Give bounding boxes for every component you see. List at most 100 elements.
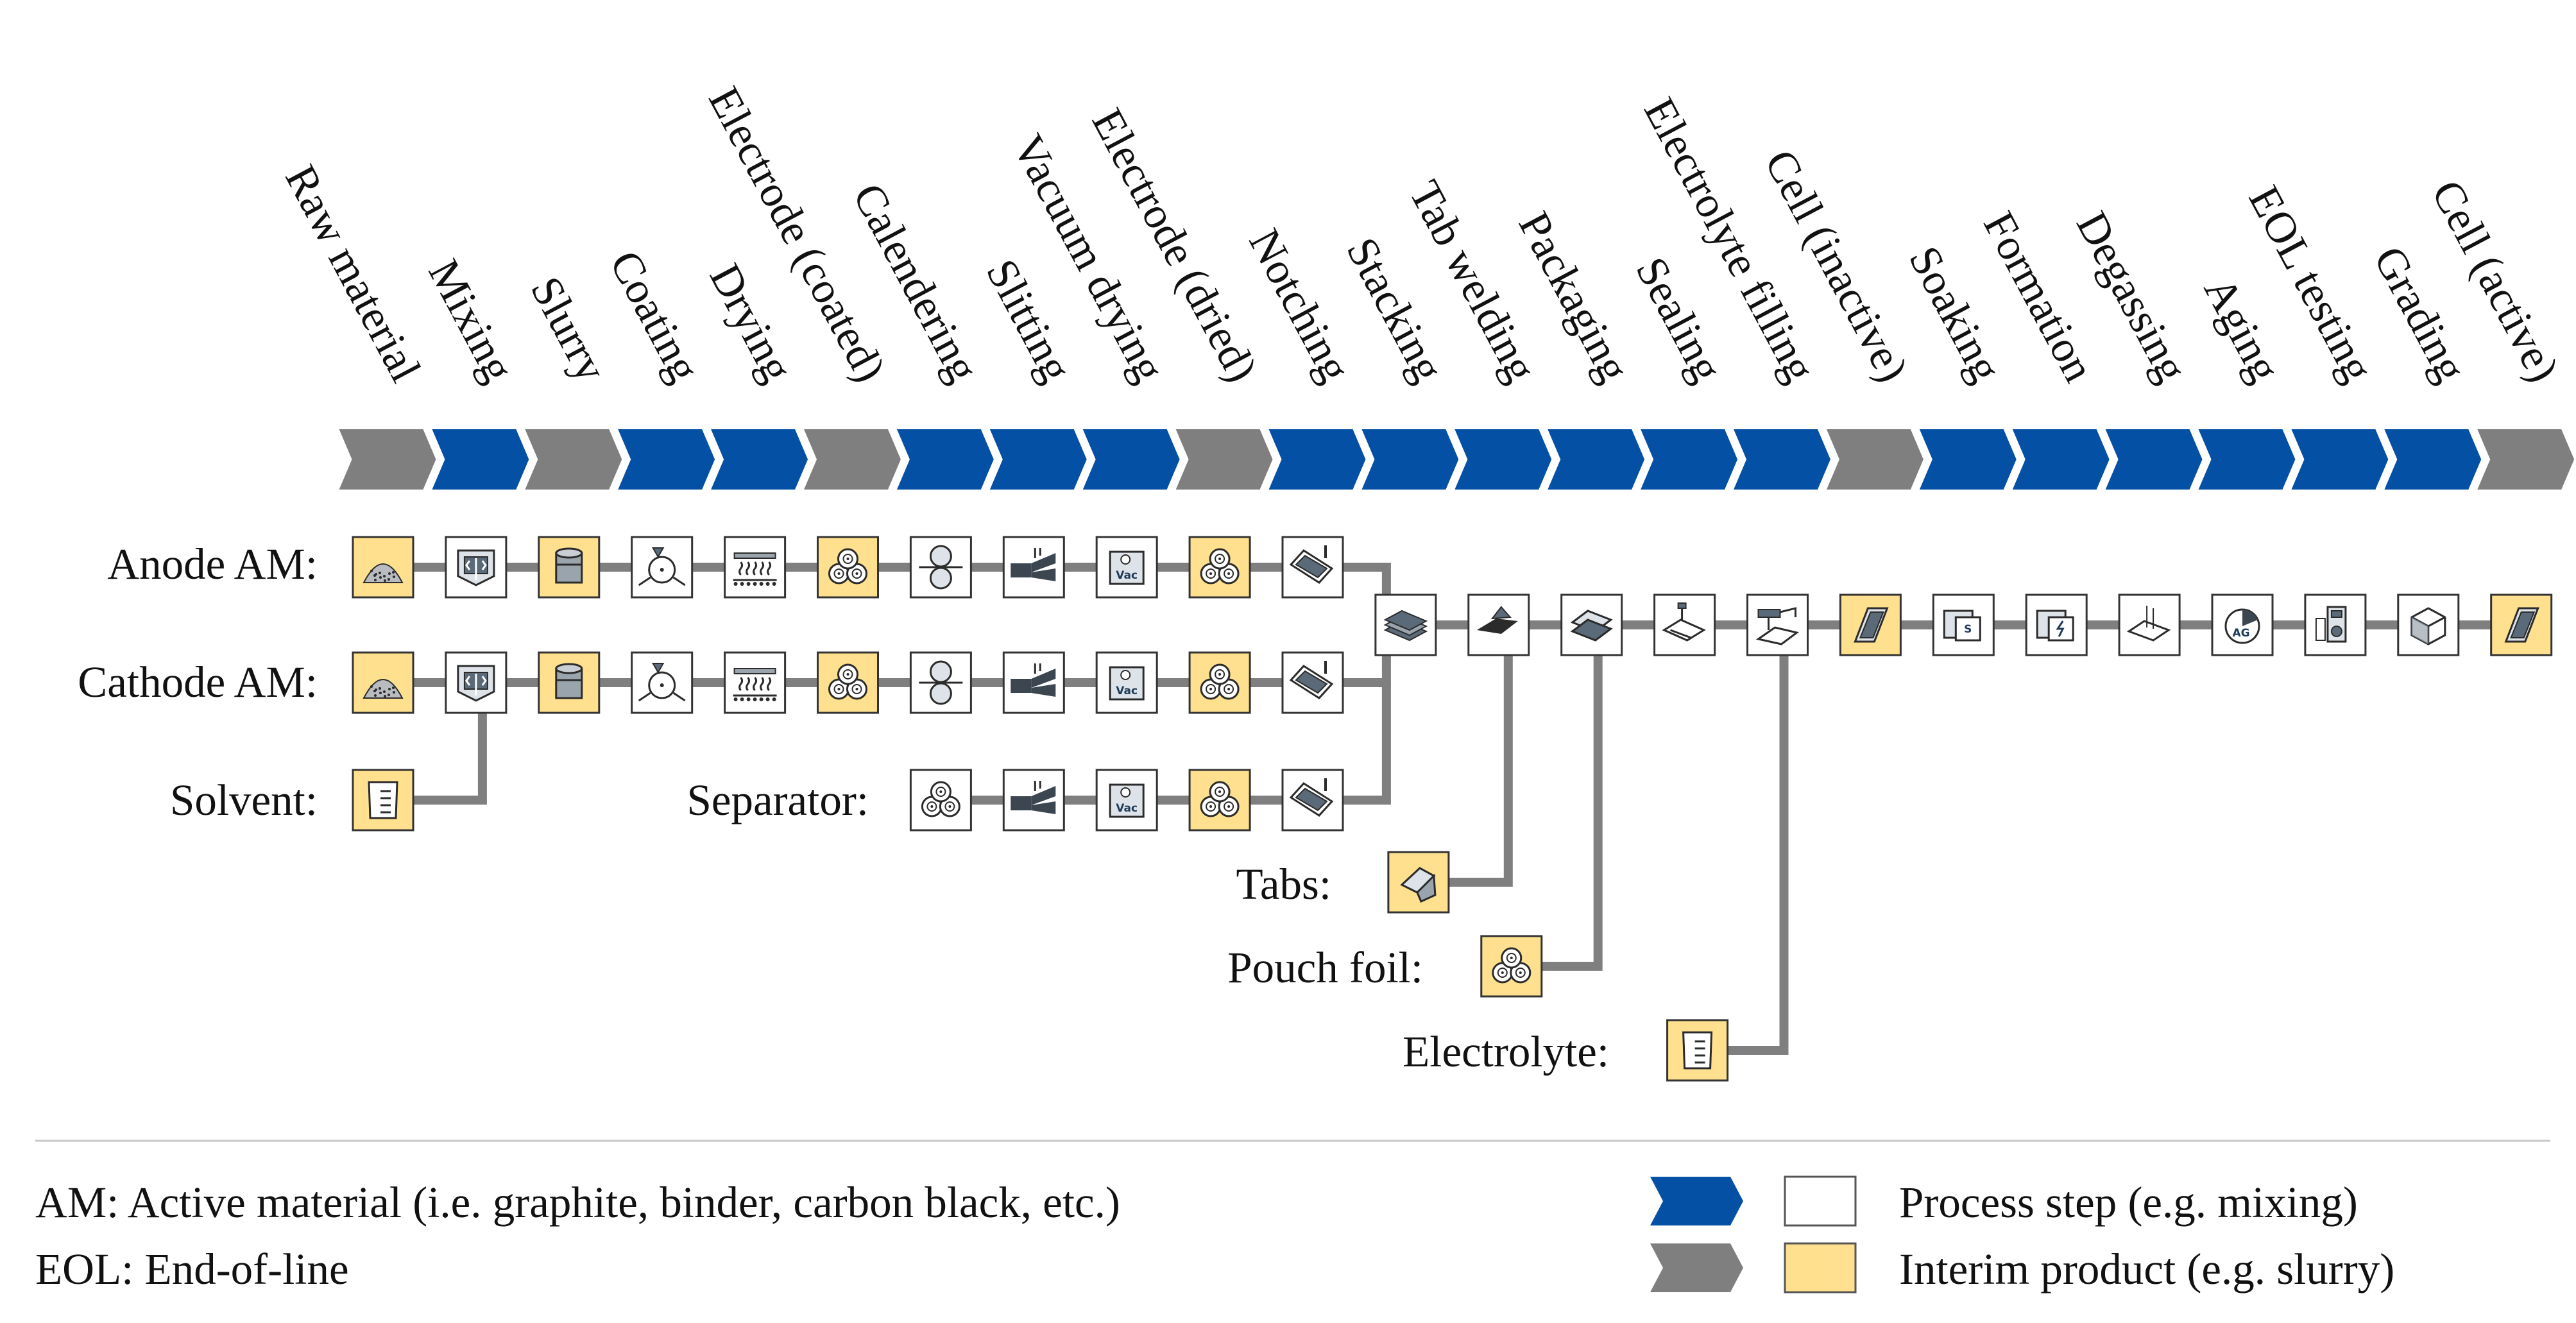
cell-step-3-box <box>1560 593 1623 656</box>
chevron-22 <box>2291 429 2389 490</box>
anode-step-4-icon <box>638 547 686 586</box>
anode-step-3-icon <box>555 547 583 584</box>
cell-step-2-box <box>1467 593 1530 656</box>
row-label-tabs: Tabs: <box>1236 860 1331 909</box>
tabs-step-1-box <box>1387 851 1450 914</box>
chevron-19 <box>2012 429 2110 490</box>
svg-text:Vac: Vac <box>1116 802 1138 815</box>
cell-step-12-icon <box>2410 607 2446 645</box>
anode-step-5-box <box>724 536 787 599</box>
column-header-slitting: Slitting <box>977 252 1082 389</box>
legend-interim-arrow <box>1650 1243 1743 1292</box>
separator-step-2-box <box>1002 769 1065 832</box>
anode-step-10-icon <box>1200 548 1240 585</box>
chevron-1 <box>339 429 436 490</box>
legend: AM: Active material (i.e. graphite, bind… <box>35 1175 2394 1293</box>
anode-step-11-icon <box>1289 545 1334 584</box>
anode-step-5-icon <box>733 552 777 586</box>
anode-step-1-icon <box>363 563 404 583</box>
electrolyte-step-1-icon <box>1682 1031 1713 1070</box>
row-labels: Anode AM: Cathode AM: Solvent: Separator… <box>78 540 1609 1076</box>
cell-step-1-icon <box>1383 610 1428 642</box>
anode-step-6-box <box>817 536 879 599</box>
conn-solvent <box>383 683 487 805</box>
legend-process-label: Process step (e.g. mixing) <box>1899 1178 2358 1227</box>
cell-step-4-icon <box>1662 602 1706 642</box>
svg-text:Vac: Vac <box>1116 685 1138 697</box>
cell-step-13-icon <box>2504 607 2539 643</box>
cathode-step-6-icon <box>828 663 867 700</box>
anode-step-9-icon: Vac <box>1109 551 1145 585</box>
chevron-9 <box>1082 429 1180 490</box>
conn-pouch <box>1511 625 1603 971</box>
cell-step-7-box: S <box>1932 593 1995 656</box>
conn-electrolyte <box>1697 625 1789 1055</box>
chevron-10 <box>1175 429 1273 490</box>
svg-text:S: S <box>1964 623 1972 636</box>
separator-step-4-box <box>1188 769 1251 832</box>
cathode-step-8-icon <box>1011 663 1056 697</box>
chevron-band <box>339 429 2575 490</box>
cell-step-9-icon <box>2126 606 2171 642</box>
anode-step-4-box <box>631 536 694 599</box>
separator-step-1-box <box>909 769 972 832</box>
anode-step-11-box <box>1281 536 1344 599</box>
legend-process-arrow <box>1650 1177 1743 1225</box>
electrolyte-step-1-box <box>1666 1019 1729 1082</box>
anode-step-10-box <box>1188 536 1251 599</box>
cell-step-9-box <box>2118 593 2181 656</box>
chevron-18 <box>1919 429 2017 490</box>
cell-step-5-icon <box>1755 607 1799 645</box>
cathode-step-2-icon <box>457 665 495 702</box>
separator-step-5-box <box>1281 769 1344 832</box>
cathode-step-4-icon <box>638 663 686 702</box>
cathode-step-5-icon <box>733 668 777 701</box>
cell-step-8-icon <box>2036 610 2074 642</box>
cathode-step-9-icon: Vac <box>1109 666 1145 701</box>
separator-step-1-icon <box>921 781 960 817</box>
column-header-sealing: Sealing <box>1626 250 1732 389</box>
cathode-step-7-icon <box>919 660 963 705</box>
column-header-raw-material: Raw material <box>276 157 431 389</box>
anode-step-7-box <box>909 536 972 599</box>
separator-step-2-icon <box>1011 781 1056 814</box>
pouch-foil-step-1-box <box>1480 935 1543 998</box>
anode-step-2-icon <box>457 549 495 586</box>
cathode-step-8-box <box>1002 651 1065 714</box>
column-header-coating: Coating <box>601 243 710 389</box>
chevron-14 <box>1548 429 1645 490</box>
tabs-step-1-icon <box>1400 867 1437 903</box>
column-header-aging: Aging <box>2195 269 2290 389</box>
cell-step-2-icon <box>1476 606 1518 634</box>
chevron-2 <box>432 429 529 490</box>
cell-step-10-box: AG <box>2211 593 2274 656</box>
cell-step-10-icon: AG <box>2224 608 2260 644</box>
anode-step-9-box: Vac <box>1095 536 1158 599</box>
cell-step-1-box <box>1374 593 1437 656</box>
column-header-mixing: Mixing <box>419 252 524 389</box>
cathode-step-4-box <box>631 651 694 714</box>
anode-step-8-box <box>1002 536 1065 599</box>
chevron-8 <box>989 429 1087 490</box>
chevron-23 <box>2384 429 2482 490</box>
pouch-foil-step-1-icon <box>1492 947 1531 984</box>
anode-step-6-icon <box>828 548 867 585</box>
solvent-step-1-box <box>352 769 414 832</box>
conn-separator <box>941 683 1391 805</box>
cell-step-13-box <box>2490 593 2553 656</box>
separator-step-4-icon <box>1200 781 1240 817</box>
cell-step-11-box <box>2304 593 2367 656</box>
legend-process-box <box>1784 1175 1857 1227</box>
anode-step-7-icon <box>919 545 963 590</box>
cell-step-6-box <box>1839 593 1902 656</box>
chevron-17 <box>1826 429 1923 490</box>
legend-interim-label: Interim product (e.g. slurry) <box>1899 1245 2394 1293</box>
row-label-pouch-foil: Pouch foil: <box>1227 943 1423 992</box>
row-label-separator: Separator: <box>687 776 869 824</box>
row-label-cathode: Cathode AM: <box>78 658 318 706</box>
cathode-step-11-box <box>1281 651 1344 714</box>
column-header-drying: Drying <box>701 256 803 389</box>
separator-step-3-icon: Vac <box>1109 783 1145 818</box>
